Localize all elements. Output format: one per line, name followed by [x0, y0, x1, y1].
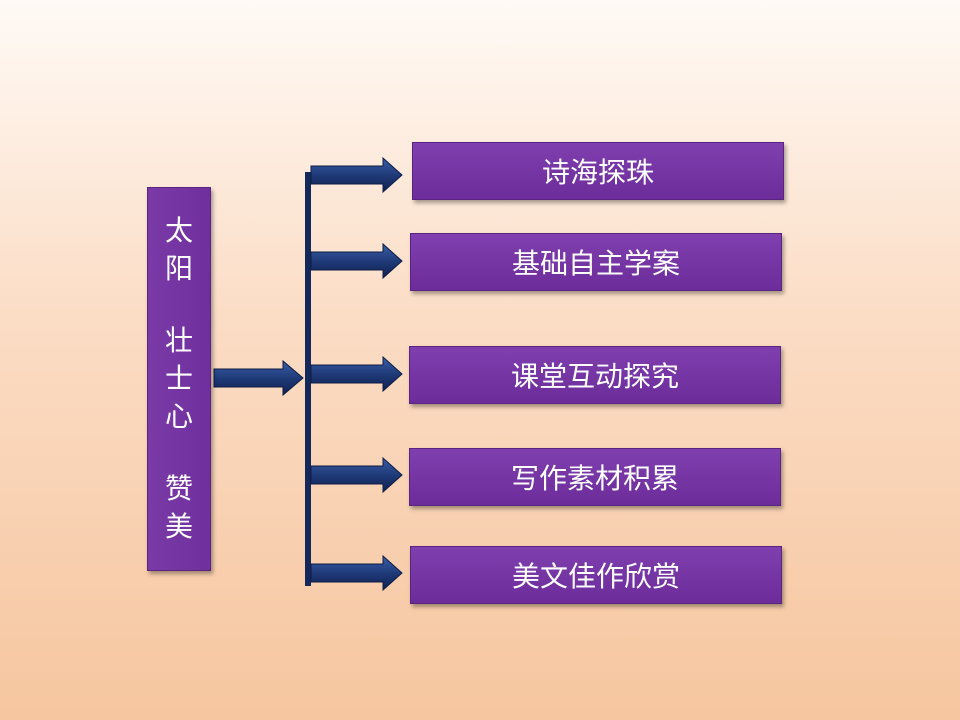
- title-char: 美: [164, 510, 193, 543]
- title-group: 壮 士 心: [165, 322, 193, 436]
- title-group: 太 阳: [165, 212, 193, 288]
- branch-arrow-icon: [310, 242, 403, 280]
- vertical-connector-bar: [305, 172, 311, 586]
- menu-item-writing-material[interactable]: 写作素材积累: [409, 448, 781, 506]
- menu-item-basic-study[interactable]: 基础自主学案: [410, 233, 782, 291]
- menu-item-label: 诗海探珠: [541, 156, 654, 189]
- menu-item-poetry[interactable]: 诗海探珠: [412, 142, 784, 200]
- title-char: 赞: [164, 472, 193, 505]
- branch-arrow-icon: [310, 456, 403, 494]
- menu-item-label: 基础自主学案: [511, 247, 680, 280]
- title-char: 壮: [164, 324, 193, 357]
- title-char: 阳: [164, 252, 193, 285]
- branch-arrow-icon: [310, 554, 403, 592]
- title-char: 太: [164, 214, 193, 247]
- branch-arrow-icon: [310, 156, 403, 194]
- title-char: 士: [164, 362, 193, 395]
- branch-arrow-icon: [310, 355, 403, 393]
- main-arrow-icon: [213, 359, 304, 397]
- title-char: 心: [164, 400, 193, 433]
- title-box: 太 阳 壮 士 心 赞 美: [147, 187, 211, 571]
- menu-item-label: 课堂互动探究: [510, 360, 679, 393]
- title-group: 赞 美: [165, 470, 193, 546]
- menu-item-essay-appreciation[interactable]: 美文佳作欣赏: [410, 546, 782, 604]
- menu-item-label: 美文佳作欣赏: [511, 560, 680, 593]
- menu-item-label: 写作素材积累: [510, 462, 679, 495]
- menu-item-classroom-inquiry[interactable]: 课堂互动探究: [409, 346, 781, 404]
